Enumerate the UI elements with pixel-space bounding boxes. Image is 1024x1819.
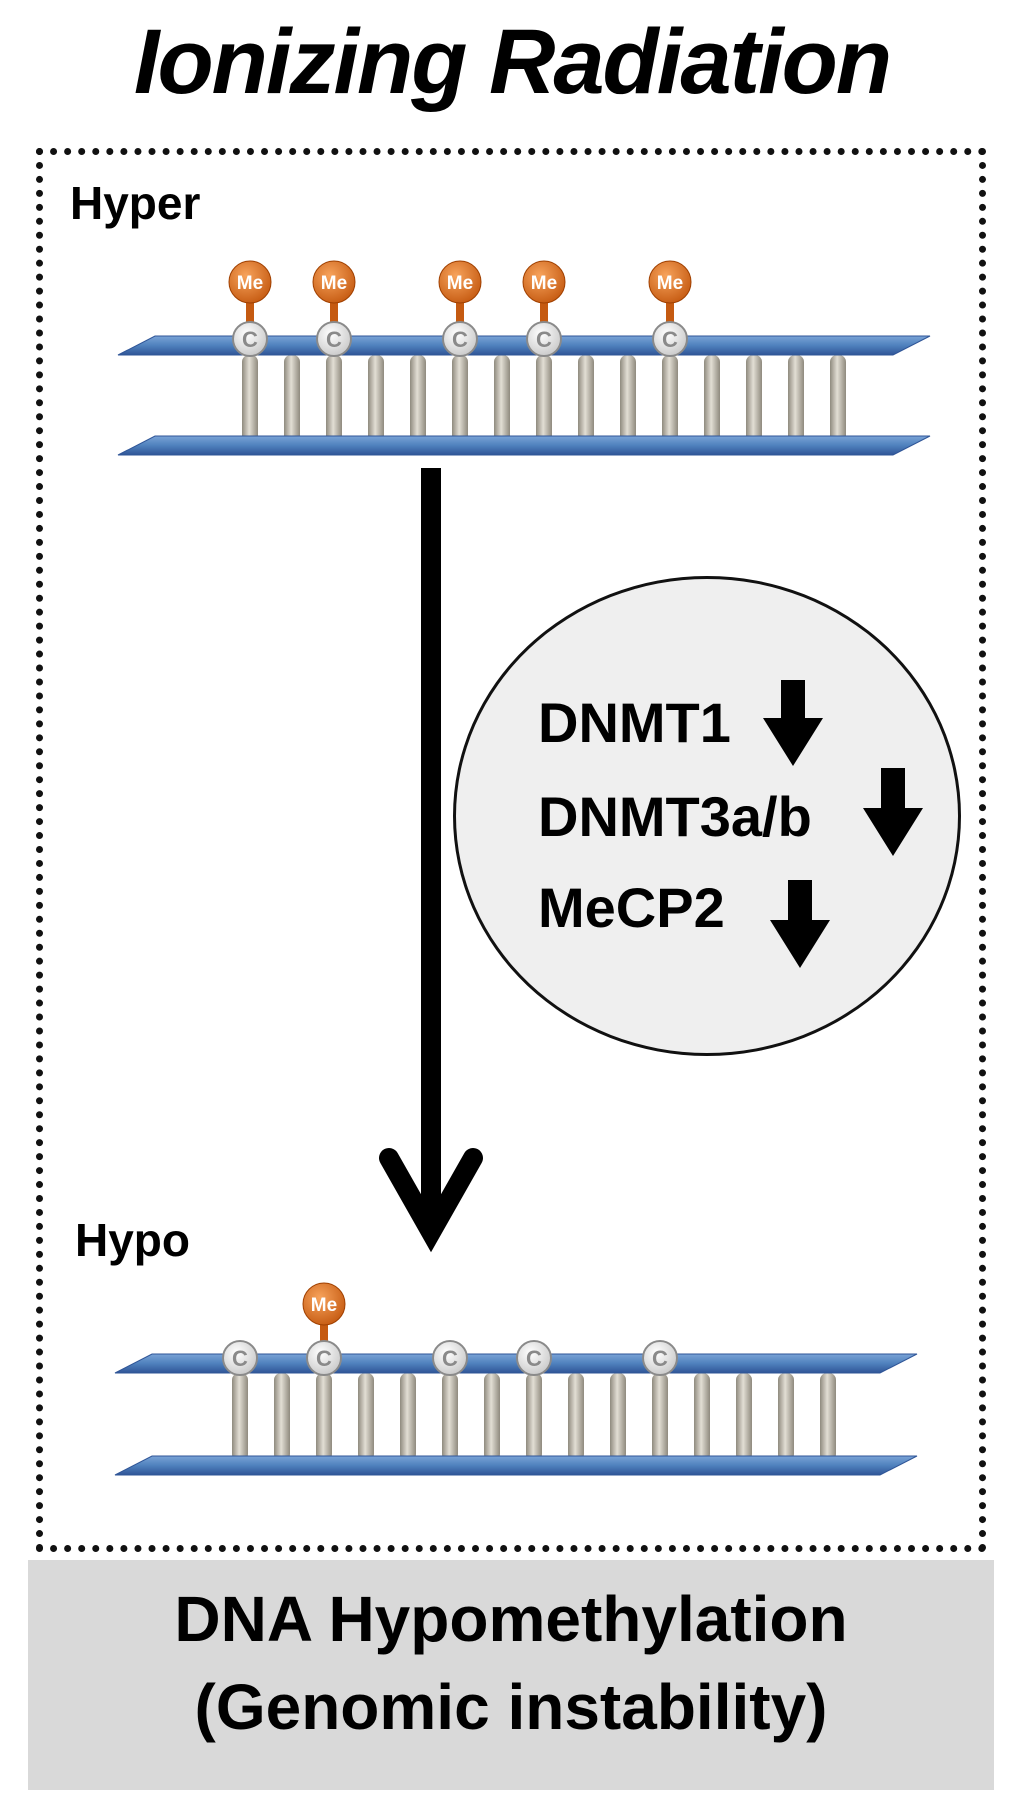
cytosine-label: C bbox=[652, 1346, 668, 1371]
methyl-group-icon bbox=[312, 260, 356, 304]
methyl-label: Me bbox=[447, 273, 473, 294]
base-pair-rung bbox=[662, 355, 678, 443]
base-pair-rung bbox=[326, 355, 342, 443]
cytosine-marker bbox=[222, 1340, 258, 1376]
base-pair-rung bbox=[694, 1373, 710, 1461]
cytosine-label: C bbox=[316, 1346, 332, 1371]
base-pair-rung bbox=[820, 1373, 836, 1461]
cytosine-marker bbox=[306, 1340, 342, 1376]
cytosine-marker bbox=[642, 1340, 678, 1376]
hyper-rungs bbox=[242, 355, 846, 443]
footer-subtitle: (Genomic instability) bbox=[194, 1671, 828, 1743]
base-pair-rung bbox=[358, 1373, 374, 1461]
down-arrow-icon bbox=[770, 880, 830, 968]
arrow-head bbox=[379, 1148, 483, 1253]
base-pair-rung bbox=[484, 1373, 500, 1461]
down-arrow-icon bbox=[763, 680, 823, 766]
methyl-stem bbox=[330, 296, 338, 330]
methyl-label: Me bbox=[321, 273, 347, 294]
base-pair-rung bbox=[410, 355, 426, 443]
base-pair-rung bbox=[536, 355, 552, 443]
base-pair-rung bbox=[620, 355, 636, 443]
base-pair-rung bbox=[232, 1373, 248, 1461]
bottom-strand bbox=[114, 1455, 918, 1476]
base-pair-rung bbox=[452, 355, 468, 443]
methyl-stem bbox=[246, 296, 254, 330]
methyl-group-icon bbox=[228, 260, 272, 304]
arrow-shaft bbox=[421, 468, 441, 1230]
methyl-label: Me bbox=[531, 273, 557, 294]
cytosine-marker bbox=[316, 321, 352, 357]
hypo-label: Hypo bbox=[75, 1214, 190, 1266]
hyper-methyl-marks: MeC MeC MeC MeC MeC bbox=[228, 260, 692, 357]
methyl-group-icon bbox=[302, 1282, 346, 1326]
base-pair-rung bbox=[704, 355, 720, 443]
methyl-label: Me bbox=[657, 273, 683, 294]
methyl-stem bbox=[456, 296, 464, 330]
base-pair-rung bbox=[284, 355, 300, 443]
cytosine-label: C bbox=[442, 1346, 458, 1371]
hypo-rungs bbox=[232, 1373, 836, 1461]
base-pair-rung bbox=[610, 1373, 626, 1461]
cytosine-label: C bbox=[662, 327, 678, 352]
cytosine-marker bbox=[432, 1340, 468, 1376]
cytosine-marker bbox=[516, 1340, 552, 1376]
enzyme-dnmt1-label: DNMT1 bbox=[538, 691, 731, 754]
down-arrow-icon bbox=[863, 768, 923, 856]
cytosine-label: C bbox=[526, 1346, 542, 1371]
base-pair-rung bbox=[568, 1373, 584, 1461]
base-pair-rung bbox=[526, 1373, 542, 1461]
base-pair-rung bbox=[442, 1373, 458, 1461]
cytosine-marker bbox=[652, 321, 688, 357]
hypo-methyl-marks: C MeC C C C bbox=[222, 1282, 678, 1376]
diagram-title: Ionizing Radiation bbox=[133, 11, 892, 113]
methyl-group-icon bbox=[438, 260, 482, 304]
base-pair-rung bbox=[400, 1373, 416, 1461]
base-pair-rung bbox=[578, 355, 594, 443]
base-pair-rung bbox=[778, 1373, 794, 1461]
base-pair-rung bbox=[242, 355, 258, 443]
methyl-label: Me bbox=[237, 273, 263, 294]
base-pair-rung bbox=[368, 355, 384, 443]
bottom-strand bbox=[117, 435, 931, 456]
base-pair-rung bbox=[316, 1373, 332, 1461]
base-pair-rung bbox=[494, 355, 510, 443]
base-pair-rung bbox=[830, 355, 846, 443]
cytosine-label: C bbox=[242, 327, 258, 352]
footer-title: DNA Hypomethylation bbox=[174, 1583, 848, 1655]
methyl-group-icon bbox=[522, 260, 566, 304]
cytosine-marker bbox=[442, 321, 478, 357]
footer-box: DNA Hypomethylation (Genomic instability… bbox=[28, 1560, 994, 1790]
base-pair-rung bbox=[788, 355, 804, 443]
base-pair-rung bbox=[736, 1373, 752, 1461]
methyl-stem bbox=[320, 1318, 328, 1350]
enzyme-dnmt3ab-label: DNMT3a/b bbox=[538, 785, 812, 848]
cytosine-label: C bbox=[232, 1346, 248, 1371]
cytosine-marker bbox=[232, 321, 268, 357]
base-pair-rung bbox=[652, 1373, 668, 1461]
cytosine-label: C bbox=[536, 327, 552, 352]
methyl-group-icon bbox=[648, 260, 692, 304]
hyper-label: Hyper bbox=[70, 177, 201, 229]
methyl-stem bbox=[666, 296, 674, 330]
enzyme-mecp2-label: MeCP2 bbox=[538, 876, 725, 939]
cytosine-label: C bbox=[452, 327, 468, 352]
base-pair-rung bbox=[746, 355, 762, 443]
transition-arrow bbox=[379, 468, 483, 1253]
cytosine-marker bbox=[526, 321, 562, 357]
base-pair-rung bbox=[274, 1373, 290, 1461]
dotted-frame bbox=[36, 148, 986, 1552]
methyl-label: Me bbox=[311, 1295, 337, 1316]
methyl-stem bbox=[540, 296, 548, 330]
cytosine-label: C bbox=[326, 327, 342, 352]
